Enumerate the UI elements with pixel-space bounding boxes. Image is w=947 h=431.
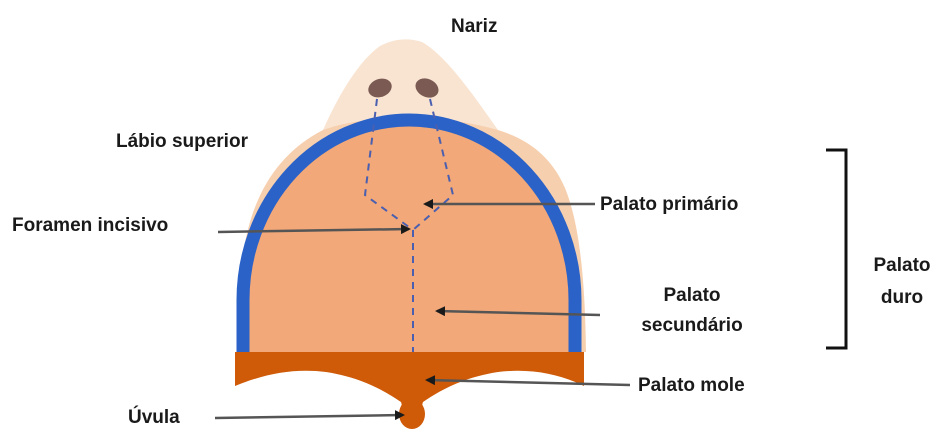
label-palato-primario: Palato primário: [600, 194, 738, 215]
label-nariz: Nariz: [451, 16, 497, 37]
palato-duro-bracket: [826, 150, 846, 348]
label-labio-superior: Lábio superior: [116, 131, 249, 152]
label-palato-duro-2: duro: [881, 287, 923, 308]
label-palato-secundario-2: secundário: [641, 315, 742, 336]
label-palato-mole: Palato mole: [638, 375, 745, 396]
label-palato-duro-1: Palato: [873, 255, 930, 276]
label-uvula: Úvula: [128, 406, 180, 428]
pointer-uvula: [215, 415, 403, 418]
label-palato-secundario-1: Palato: [663, 285, 720, 306]
label-foramen-incisivo: Foramen incisivo: [12, 215, 168, 236]
